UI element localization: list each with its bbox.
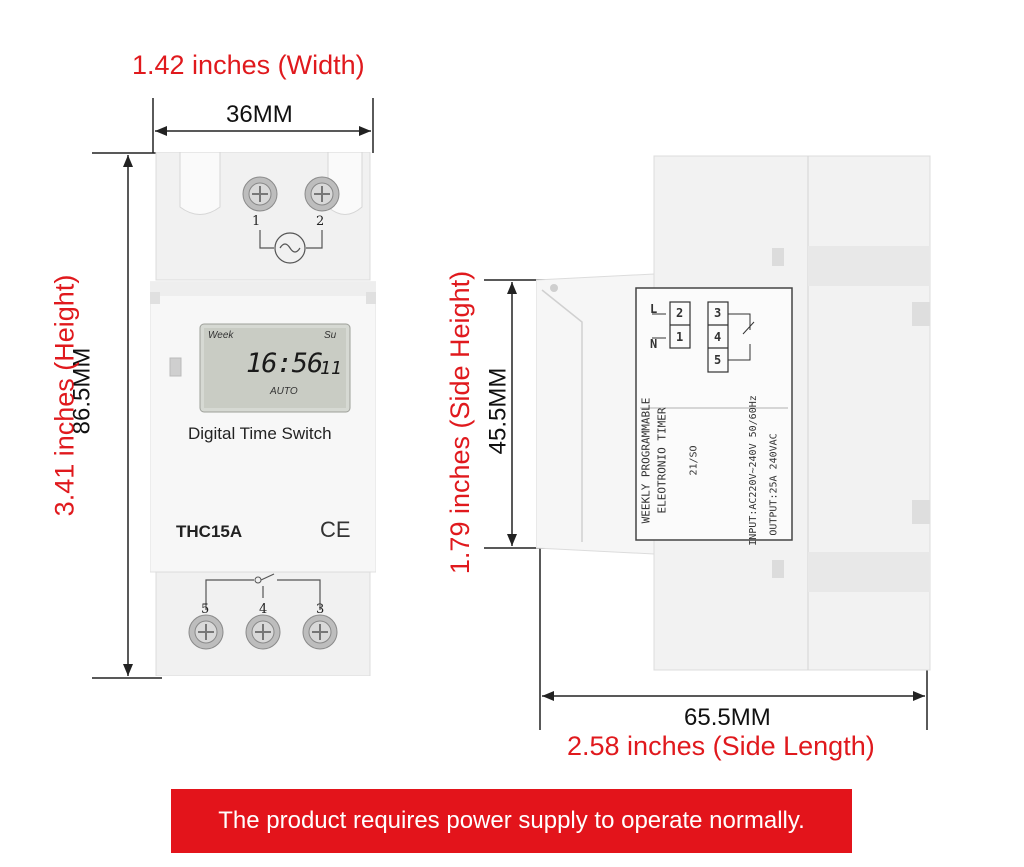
side-device-body — [536, 155, 931, 671]
width-inches-label: 1.42 inches (Width) — [132, 50, 365, 80]
height-dimension-line — [92, 152, 162, 679]
front-device-body — [150, 152, 376, 676]
side-label-n: N — [650, 337, 658, 351]
side-term-5: 5 — [714, 353, 722, 367]
ce-mark: CE — [320, 517, 351, 542]
side-term-4: 4 — [714, 330, 722, 344]
product-name: Digital Time Switch — [188, 424, 332, 443]
width-mm-label: 36MM — [226, 101, 293, 128]
side-length-dimension-line — [539, 540, 928, 730]
terminal-label-4: 4 — [259, 602, 268, 617]
terminal-label-5: 5 — [201, 602, 210, 617]
terminal-label-3: 3 — [316, 602, 325, 617]
side-device: L N 2 1 3 4 5 WEEKLY PROGRAMMABLE ELEOTR… — [536, 152, 932, 674]
lcd-week-label: Week — [208, 330, 234, 341]
width-dimension-line — [152, 98, 374, 153]
side-line-5: OUTPUT:25A 240VAC — [768, 432, 780, 536]
terminal-label-2: 2 — [316, 214, 325, 229]
model-number: THC15A — [176, 522, 243, 541]
lcd-time: 16:56 — [246, 348, 323, 379]
height-inches-label: 3.41 inches (Height) — [49, 274, 80, 516]
side-label-l: L — [650, 302, 658, 316]
side-length-inches-label: 2.58 inches (Side Length) — [567, 731, 875, 761]
lcd-mode: AUTO — [270, 386, 298, 397]
side-length-mm-label: 65.5MM — [684, 704, 771, 731]
side-term-1: 1 — [676, 330, 684, 344]
side-term-2: 2 — [676, 306, 684, 320]
terminal-label-1: 1 — [252, 214, 261, 229]
side-term-3: 3 — [714, 306, 722, 320]
front-device: 1 2 Week Su 16:56 11 AUTO Digital Time S… — [150, 152, 376, 676]
power-notice-banner: The product requires power supply to ope… — [171, 789, 852, 853]
lcd-seconds: 11 — [320, 358, 342, 379]
side-line-4: INPUT:AC220V~240V 50/60Hz — [747, 394, 759, 546]
lcd-day-label: Su — [324, 330, 337, 341]
